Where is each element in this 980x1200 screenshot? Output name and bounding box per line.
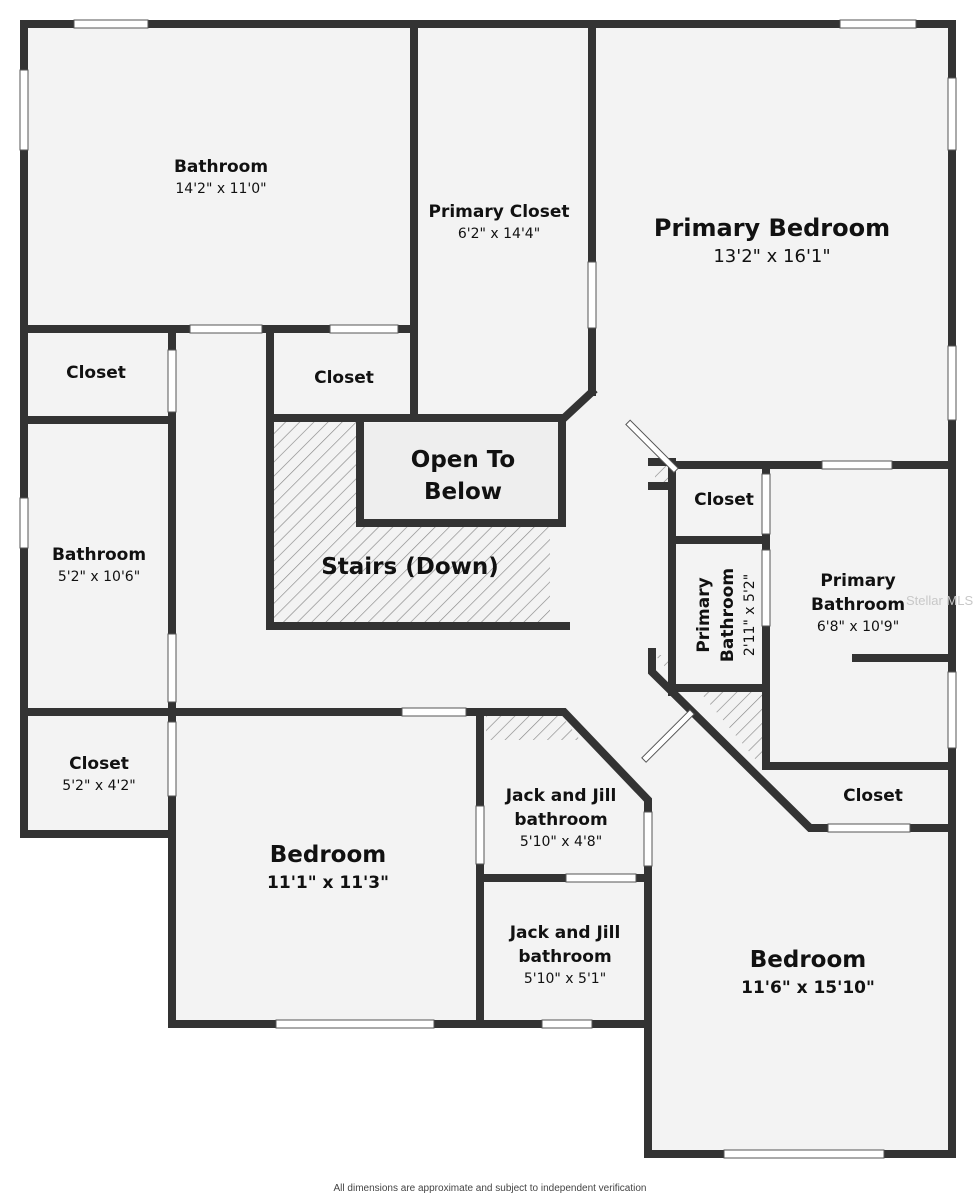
room-dims: 2'11" x 5'2" (742, 574, 758, 656)
room-closet-right-lower: Closet (843, 786, 903, 806)
room-primary-bedroom: Primary Bedroom 13'2" x 16'1" (654, 214, 890, 267)
room-dims: 5'2" x 10'6" (58, 569, 140, 585)
room-name: Stairs (Down) (321, 554, 499, 580)
room-dims: 5'10" x 5'1" (524, 971, 606, 987)
room-name: Jack and Jill (509, 923, 621, 943)
open-to-below-area (362, 423, 560, 521)
room-name: Closet (694, 490, 754, 510)
room-jack-jill-lower: Jack and Jill bathroom 5'10" x 5'1" (509, 923, 621, 987)
room-closet-left-lower: Closet 5'2" x 4'2" (62, 754, 135, 794)
room-jack-jill-upper: Jack and Jill bathroom 5'10" x 4'8" (505, 786, 617, 850)
room-primary-closet: Primary Closet 6'2" x 14'4" (429, 202, 570, 242)
room-name: Bathroom (52, 545, 146, 565)
room-bedroom-right: Bedroom 11'6" x 15'10" (741, 947, 875, 998)
hatch-jack-jill (486, 716, 580, 740)
room-name: bathroom (514, 810, 607, 830)
room-open-to-below: Open To Below (411, 447, 515, 505)
room-name: Open To (411, 447, 515, 473)
room-name: Below (424, 479, 502, 505)
room-dims: 11'6" x 15'10" (741, 978, 875, 998)
room-dims: 5'10" x 4'8" (520, 834, 602, 850)
room-stairs: Stairs (Down) (321, 554, 499, 580)
hatch-small-left (655, 655, 672, 675)
room-name: Primary (694, 577, 714, 652)
room-primary-bathroom-small: Primary Bathroom 2'11" x 5'2" (694, 568, 758, 662)
room-bathroom-top-left: Bathroom 14'2" x 11'0" (174, 157, 268, 197)
room-name: Bedroom (270, 842, 387, 868)
room-name: Bathroom (718, 568, 738, 662)
room-name: Bedroom (750, 947, 867, 973)
room-dims: 14'2" x 11'0" (175, 181, 266, 197)
room-name: Closet (843, 786, 903, 806)
room-dims: 5'2" x 4'2" (62, 778, 135, 794)
room-name: bathroom (518, 947, 611, 967)
room-name: Bathroom (811, 595, 905, 615)
room-name: Closet (66, 363, 126, 383)
room-bathroom-left: Bathroom 5'2" x 10'6" (52, 545, 146, 585)
room-name: Bathroom (174, 157, 268, 177)
room-closet-right-upper: Closet (694, 490, 754, 510)
room-name: Closet (314, 368, 374, 388)
room-dims: 6'8" x 10'9" (817, 619, 899, 635)
room-bedroom-center: Bedroom 11'1" x 11'3" (267, 842, 389, 893)
room-name: Jack and Jill (505, 786, 617, 806)
disclaimer-footer: All dimensions are approximate and subje… (333, 1183, 647, 1194)
hatch-small-top (655, 465, 672, 483)
room-name: Primary (820, 571, 895, 591)
stairs-hatch (270, 420, 550, 622)
room-labels: Bathroom 14'2" x 11'0" Primary Closet 6'… (52, 157, 905, 998)
room-name: Closet (69, 754, 129, 774)
room-name: Primary Closet (429, 202, 570, 222)
room-primary-bathroom: Primary Bathroom 6'8" x 10'9" (811, 571, 905, 635)
room-dims: 13'2" x 16'1" (713, 246, 830, 267)
room-dims: 11'1" x 11'3" (267, 873, 389, 893)
room-name: Primary Bedroom (654, 214, 890, 242)
watermark: Stellar MLS (906, 593, 974, 608)
room-closet-left-upper: Closet (66, 363, 126, 383)
room-closet-center-upper: Closet (314, 368, 374, 388)
hatch-primary-bath (686, 692, 764, 760)
windows (19, 19, 957, 1159)
room-dims: 6'2" x 14'4" (458, 226, 540, 242)
